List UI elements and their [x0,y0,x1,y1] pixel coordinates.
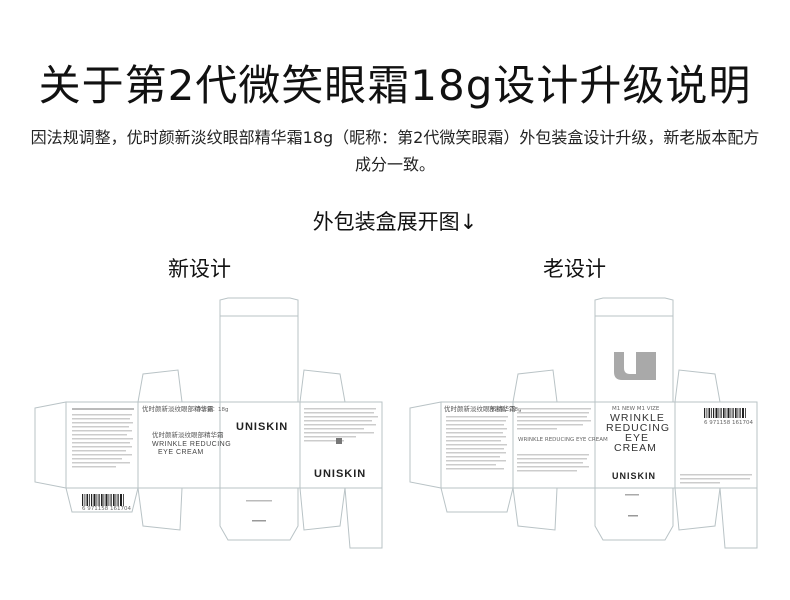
new-panel-front [219,401,301,489]
old-front-line3: EYE [625,432,649,444]
old-design-label: 老设计 [543,257,606,281]
old-front-line2: REDUCING [606,422,670,434]
old-barcode [704,408,746,418]
old-front-line4: CREAM [614,442,657,454]
old-front-line1: WRINKLE [610,412,665,424]
new-product-en-1: WRINKLE REDUCING [152,441,231,448]
old-product-en-side: WRINKLE REDUCING EYE CREAM [518,437,608,443]
new-barcode-number: 6 971158 161704 [82,506,131,512]
old-brand-front: UNISKIN [612,471,656,481]
new-panel-side [137,401,221,489]
old-panel-side [512,401,596,489]
new-side2-text-block [304,408,378,444]
old-back-text-block [446,416,508,470]
old-panel-front [594,401,676,489]
new-design-label: 新设计 [168,257,231,281]
new-product-name-cn: 优时颜新淡纹眼部精华霜 [142,404,214,413]
new-barcode [82,494,124,506]
old-logo-mark [614,352,656,380]
new-brand-front: UNISKIN [236,421,288,433]
old-side-text-block [517,408,591,472]
page-title: 关于第2代微笑眼霜18g设计升级说明 [38,61,752,110]
new-brand-side: UNISKIN [314,468,366,480]
new-back-text-block [72,408,134,468]
old-front-small: M1 NEW M1 VIZE [612,406,660,412]
new-design-dieline: 6 971158 161704 优时颜新淡纹眼部精华霜 净含量：18g 优时颜新… [34,297,383,549]
new-panel-back [65,401,139,489]
intro-paragraph: 因法规调整，优时颜新淡纹眼部精华霜18g（昵称：第2代微笑眼霜）外包装盒设计升级… [30,128,760,174]
dielines-figure: 6 971158 161704 优时颜新淡纹眼部精华霜 净含量：18g 优时颜新… [34,297,758,549]
old-side2-text [680,474,752,484]
new-net-content: 净含量：18g [196,405,229,413]
old-net-content: 净含量：18g [489,405,522,413]
old-design-dieline: 优时颜新淡纹眼部精华霜 净含量：18g WRINKLE REDUCING EYE… [409,297,758,549]
new-product-name-cn-2: 优时颜新淡纹眼部精华霜 [152,430,224,439]
section-heading: 外包装盒展开图↓ [312,210,478,234]
new-product-en-2: EYE CREAM [158,449,204,456]
old-product-name-cn: 优时颜新淡纹眼部精华霜 [444,404,516,413]
old-barcode-number: 6 971158 161704 [704,420,753,426]
